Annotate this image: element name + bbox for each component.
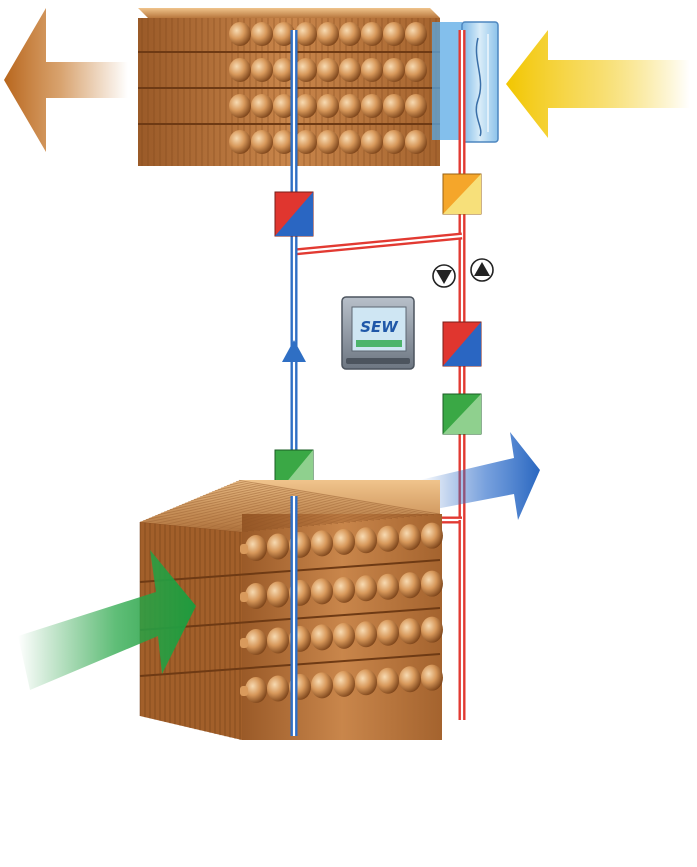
air-filter-icon	[461, 21, 499, 143]
fresh-air-arrow	[506, 30, 690, 138]
control-valve-upper-right	[442, 173, 482, 215]
control-panel: SEW	[341, 296, 415, 370]
control-valve-lower-right	[442, 393, 482, 435]
outdoor-air-arrow	[18, 550, 196, 690]
lower-coil-tubes	[240, 522, 443, 703]
control-valve-upper-left	[274, 191, 314, 237]
circulation-pump-icon	[432, 264, 456, 288]
flow-direction-arrow-icon	[282, 340, 306, 362]
circulation-pump-icon	[470, 258, 494, 282]
lower-coil-top-fins	[139, 479, 441, 533]
exhaust-air-arrow	[4, 8, 128, 152]
extract-air-arrow	[420, 432, 540, 520]
upper-coil-tubes	[229, 22, 427, 154]
panel-logo: SEW	[360, 318, 399, 336]
control-valve-middle-right	[442, 321, 482, 367]
upper-heat-exchanger	[138, 8, 462, 166]
